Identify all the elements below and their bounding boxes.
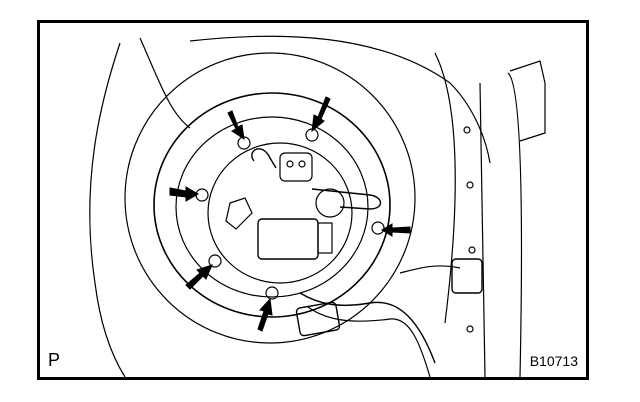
- panel-edge-right: [479, 82, 486, 377]
- panel-edge-right-2: [507, 72, 523, 377]
- panel-hole: [466, 325, 474, 333]
- pointer-arrows: [169, 96, 411, 332]
- bolt-5: [208, 254, 222, 268]
- fuel-hose: [251, 148, 277, 169]
- arrow-bolt-6: [257, 297, 273, 332]
- pump-connector: [279, 152, 313, 182]
- sender-bracket: [225, 197, 253, 230]
- panel-hole: [468, 246, 476, 254]
- bolt-6: [265, 286, 279, 300]
- panel-outline-left-inner: [139, 37, 191, 129]
- fuel-gauge-float: [315, 188, 345, 218]
- fuel-line: [311, 188, 382, 210]
- connector-pin: [286, 160, 294, 168]
- illustration-frame: P B10713: [37, 20, 589, 380]
- arrow-bolt-3: [169, 186, 199, 202]
- sender-unit-side: [317, 222, 333, 254]
- arrow-bolt-4: [381, 223, 411, 237]
- right-connector: [451, 258, 483, 294]
- panel-tab-right: [509, 60, 546, 142]
- arrow-bolt-1: [227, 110, 245, 141]
- access-opening: [124, 52, 416, 344]
- right-harness: [399, 265, 461, 274]
- bolt-4: [371, 221, 385, 235]
- harness-connector: [295, 301, 341, 337]
- wire-harness-2: [307, 306, 431, 377]
- bolt-group: [195, 128, 385, 300]
- arrow-bolt-2: [311, 96, 331, 133]
- view-label: P: [48, 350, 61, 370]
- retainer-ring-inner: [175, 116, 369, 298]
- sender-unit: [257, 218, 319, 260]
- bolt-3: [195, 188, 209, 202]
- panel-outline-top: [189, 35, 491, 164]
- panel-outline-right: [434, 52, 456, 324]
- panel-hole: [466, 181, 474, 189]
- retainer-ring-outer: [153, 92, 391, 318]
- figure-code: B10713: [529, 353, 578, 369]
- fuel-pump-drawing: [89, 35, 546, 377]
- wire-harness: [299, 292, 436, 364]
- pump-flange: [207, 142, 353, 284]
- panel-hole: [463, 126, 471, 134]
- panel-outline-left: [89, 42, 126, 377]
- arrow-bolt-5: [185, 264, 213, 290]
- connector-pin: [298, 160, 306, 168]
